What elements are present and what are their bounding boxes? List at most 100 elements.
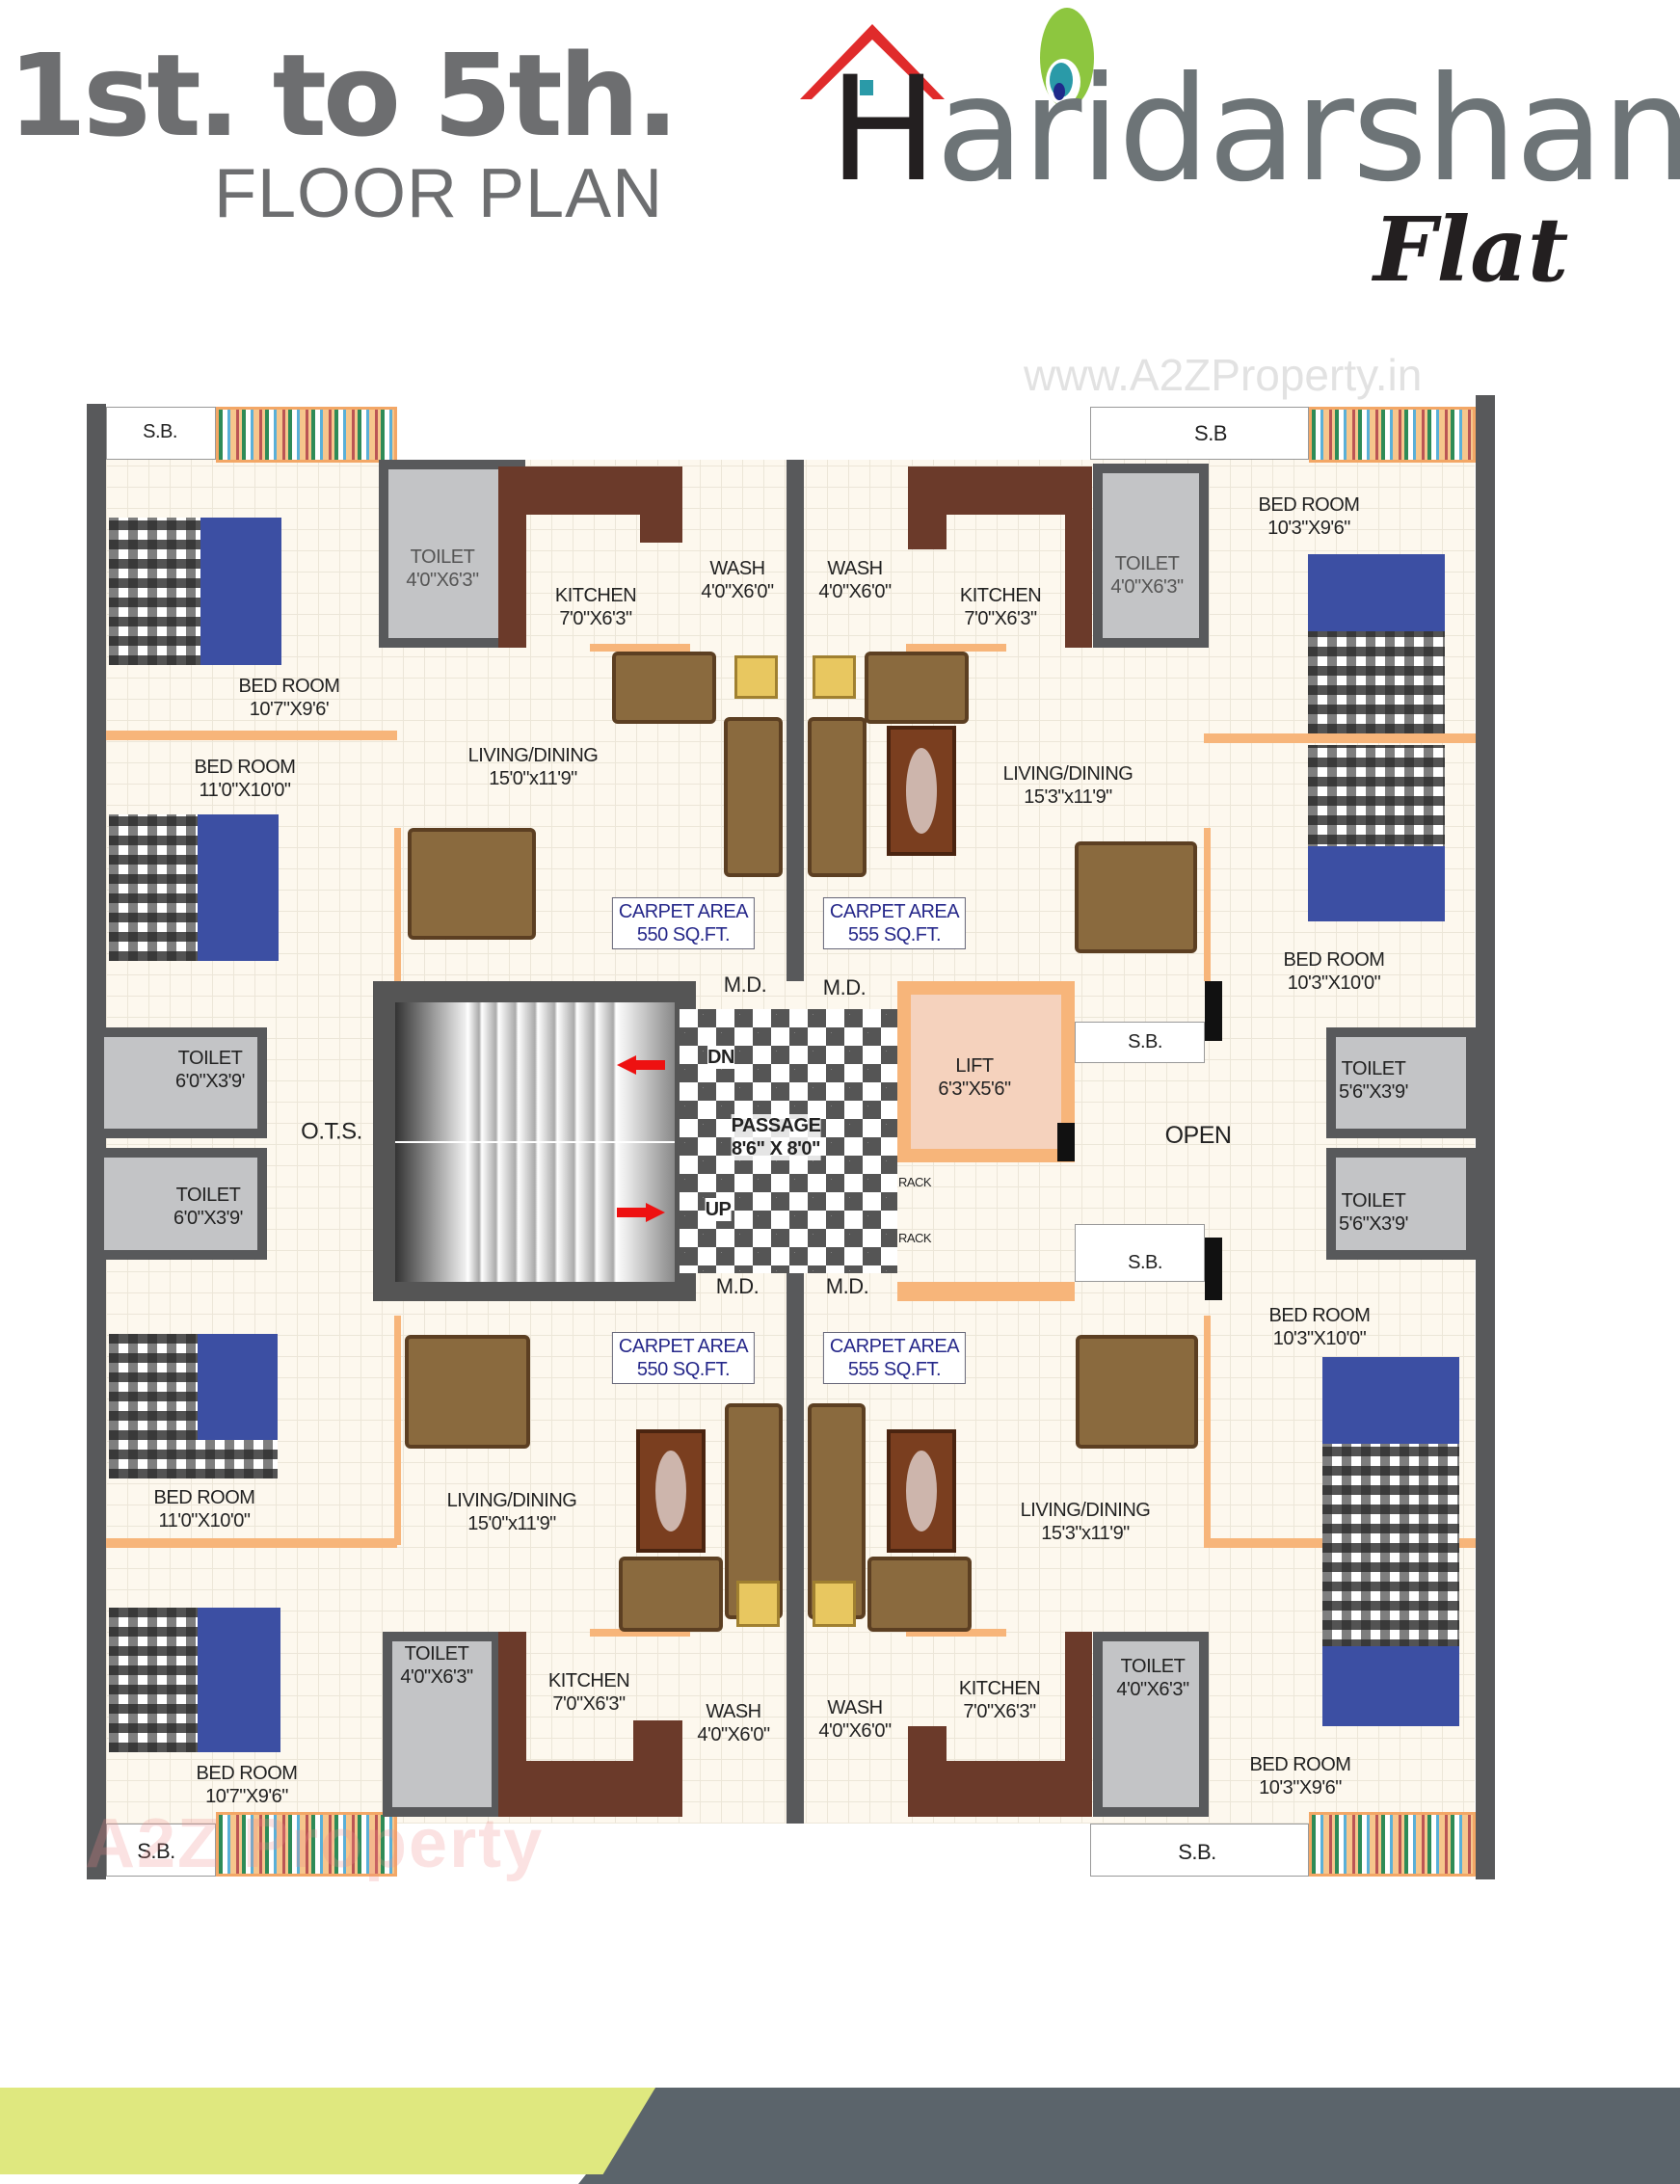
wardrobe-br [1309,1812,1476,1877]
sb-box-bl [106,1824,216,1877]
living-partition-bl [394,1316,401,1545]
rack-label: RACK [897,1231,932,1246]
kitchen-partition-tr [906,644,1006,652]
ots-label: O.T.S. [301,1118,362,1145]
sb-label: S.B. [1178,1839,1216,1864]
arrow-right-icon [617,1203,665,1222]
sofa-icon [867,1557,972,1632]
kitchen-partition-bl [590,1629,690,1637]
brand-logo: Haridarshan [829,58,1680,202]
outer-wall-right [1476,395,1495,1879]
sb-core-bottom-wall [1205,1238,1222,1300]
kitchen-counter-bl-stub [633,1720,682,1817]
sb-label: S.B. [1128,1031,1162,1052]
bedroom-partition-tl [106,731,397,740]
rug-icon [636,1429,706,1553]
living-partition-tr [1204,828,1211,981]
sofa-icon [724,717,783,877]
toilet-room-br [1093,1632,1209,1817]
outer-wall-left [87,404,106,1879]
rug-icon [887,1429,956,1553]
floor-range-title: 1st. to 5th. [8,29,680,162]
brand-subtitle: Flat [1373,198,1569,302]
open-area-label: OPEN [1164,1122,1232,1149]
sb-label: S.B. [143,421,177,442]
plant-icon [813,655,856,699]
peacock-feather-icon [1040,8,1094,108]
rug-icon [887,726,956,856]
arrow-left-icon [617,1055,665,1075]
sofa-icon [619,1557,723,1632]
party-wall-top [787,460,804,981]
sb-label: S.B. [1128,1252,1162,1273]
lift-shaft [897,981,1075,1162]
sb-core-top-wall [1205,981,1222,1041]
kitchen-counter-br-side [1065,1632,1092,1817]
dining-table-icon [1076,1335,1198,1449]
main-door-label: M.D. [723,972,767,997]
toilet-room-core-l1 [94,1027,267,1138]
wardrobe-bl [216,1812,397,1877]
dining-table-icon [405,1335,530,1449]
watermark-top: www.A2ZProperty.in [1024,350,1423,400]
living-partition-br [1204,1316,1211,1538]
plant-icon [813,1581,856,1627]
toilet-room-core-r1 [1326,1027,1476,1138]
plant-icon [736,1581,780,1627]
kitchen-counter-tr-side [1065,466,1092,648]
dining-table-icon [1075,841,1197,953]
toilet-room-bl [383,1632,501,1817]
brand-rest: aridarshan [935,46,1680,214]
bedroom-partition-bl [106,1538,397,1548]
sb-box-tr [1090,407,1309,460]
kitchen-partition-br [906,1629,1006,1637]
sofa-icon [865,652,969,724]
bed-icon [1308,554,1445,733]
rack-label: RACK [897,1175,932,1190]
bed-icon [1308,745,1445,921]
kitchen-counter-br-stub [908,1726,947,1817]
bedroom-partition-tr [1204,733,1476,743]
toilet-room-core-r2 [1326,1148,1476,1260]
living-partition-tl [394,828,401,981]
dining-table-icon [408,828,536,940]
house-roof-icon [800,24,945,99]
bed-icon [109,1334,278,1478]
sb-core-bottom [1075,1224,1205,1282]
bed-icon [109,518,281,665]
sofa-icon [612,652,716,724]
lift-wall [1057,1123,1075,1161]
bed-icon [109,1608,280,1752]
sb-label: S.B [1194,420,1227,445]
kitchen-counter-tl-side [498,466,526,648]
